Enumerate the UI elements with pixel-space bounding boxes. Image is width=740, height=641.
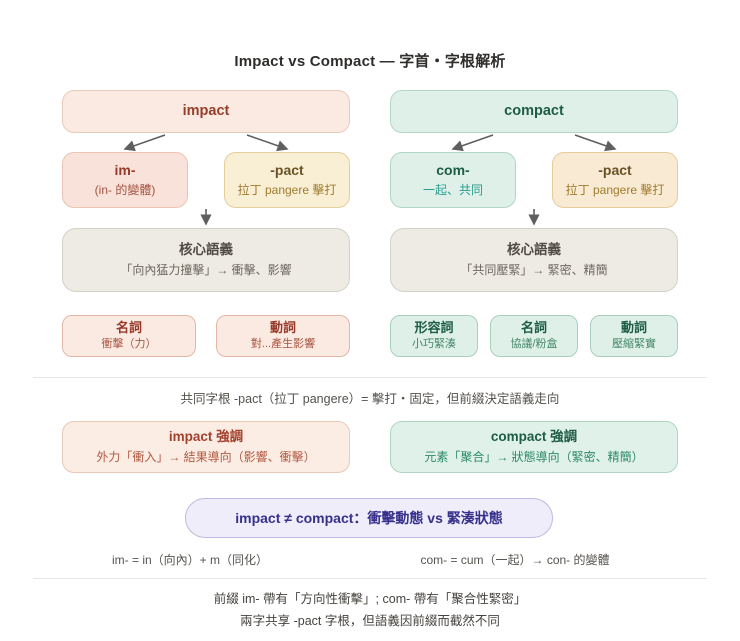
impact-root-subtitle: 拉丁 pangere 擊打	[237, 182, 337, 197]
compact-emphasis-box: compact 強調 元素「聚合」→ 狀態導向（緊密、精簡）	[390, 421, 678, 473]
pos-subtitle: 協議/粉盒	[510, 338, 558, 351]
pos-subtitle: 壓縮緊實	[612, 338, 656, 351]
compact-prefix-subtitle: 一起、共同	[422, 182, 483, 197]
impact-prefix-subtitle: (in- 的變體)	[94, 182, 156, 197]
compact-core-title: 核心語義	[507, 241, 561, 257]
impact-core-title: 核心語義	[179, 241, 233, 257]
pos-title: 名詞	[115, 320, 142, 335]
impact-prefix-title: im-	[114, 162, 136, 179]
footer-note-1: 前綴 im- 帶有「方向性衝擊」; com- 帶有「聚合性緊密」	[213, 592, 527, 606]
pos-subtitle: 對...產生影響	[250, 338, 316, 351]
conclusion-text: impact ≠ compact：衝擊動態 vs 緊湊狀態	[235, 510, 503, 526]
impact-prefix-box: im- (in- 的變體)	[62, 152, 188, 208]
impact-formula: im- = in（向內）+ m（同化）	[111, 553, 268, 567]
arrow-compact-to-pact	[574, 134, 617, 152]
arrow-impact-to-pact	[246, 134, 289, 152]
impact-pos-verb-box: 動詞 對...產生影響	[216, 315, 350, 357]
impact-core-subtitle: 「向內猛力撞擊」→ 衝擊、影響	[120, 263, 292, 278]
compact-emphasis-subtitle: 元素「聚合」→ 狀態導向（緊密、精簡）	[424, 450, 644, 465]
compact-word-box: compact	[390, 90, 678, 133]
arrow-impact-to-im	[123, 134, 166, 152]
impact-emphasis-box: impact 強調 外力「衝入」→ 結果導向（影響、衝擊）	[62, 421, 350, 473]
shared-root-note: 共同字根 -pact（拉丁 pangere）= 擊打・固定，但前綴決定語義走向	[180, 392, 560, 406]
compact-word-label: compact	[504, 103, 564, 120]
page-title: Impact vs Compact — 字首・字根解析	[234, 53, 506, 70]
divider-top	[33, 377, 707, 378]
pos-subtitle: 小巧緊湊	[412, 338, 456, 351]
compact-emphasis-title: compact 強調	[490, 428, 578, 444]
impact-emphasis-title: impact 強調	[168, 428, 244, 444]
compact-prefix-title: com-	[436, 162, 470, 179]
impact-core-box: 核心語義 「向內猛力撞擊」→ 衝擊、影響	[62, 228, 350, 292]
impact-root-title: -pact	[270, 162, 304, 179]
compact-core-subtitle: 「共同壓緊」→ 緊密、精簡	[460, 263, 608, 278]
compact-pos-noun-box: 名詞 協議/粉盒	[490, 315, 578, 357]
divider-bottom	[33, 578, 707, 579]
impact-word-box: impact	[62, 90, 350, 133]
impact-emphasis-subtitle: 外力「衝入」→ 結果導向（影響、衝擊）	[96, 450, 316, 465]
compact-root-title: -pact	[598, 162, 632, 179]
compact-pos-adjective-box: 形容詞 小巧緊湊	[390, 315, 478, 357]
compact-root-subtitle: 拉丁 pangere 擊打	[565, 182, 665, 197]
footer-note-2: 兩字共享 -pact 字根，但語義因前綴而截然不同	[240, 614, 500, 628]
pos-title: 名詞	[520, 320, 547, 335]
compact-root-box: -pact 拉丁 pangere 擊打	[552, 152, 678, 208]
compact-formula: com- = cum（一起）→ con- 的變體	[420, 553, 610, 567]
compact-prefix-box: com- 一起、共同	[390, 152, 516, 208]
compact-core-box: 核心語義 「共同壓緊」→ 緊密、精簡	[390, 228, 678, 292]
arrow-compact-to-com	[451, 134, 494, 152]
impact-word-label: impact	[182, 103, 230, 120]
impact-pos-noun-box: 名詞 衝擊（力）	[62, 315, 196, 357]
conclusion-pill: impact ≠ compact：衝擊動態 vs 緊湊狀態	[185, 498, 553, 538]
impact-root-box: -pact 拉丁 pangere 擊打	[224, 152, 350, 208]
pos-subtitle: 衝擊（力）	[101, 338, 157, 351]
compact-pos-verb-box: 動詞 壓縮緊實	[590, 315, 678, 357]
pos-title: 形容詞	[414, 320, 454, 335]
pos-title: 動詞	[269, 320, 296, 335]
pos-title: 動詞	[620, 320, 647, 335]
